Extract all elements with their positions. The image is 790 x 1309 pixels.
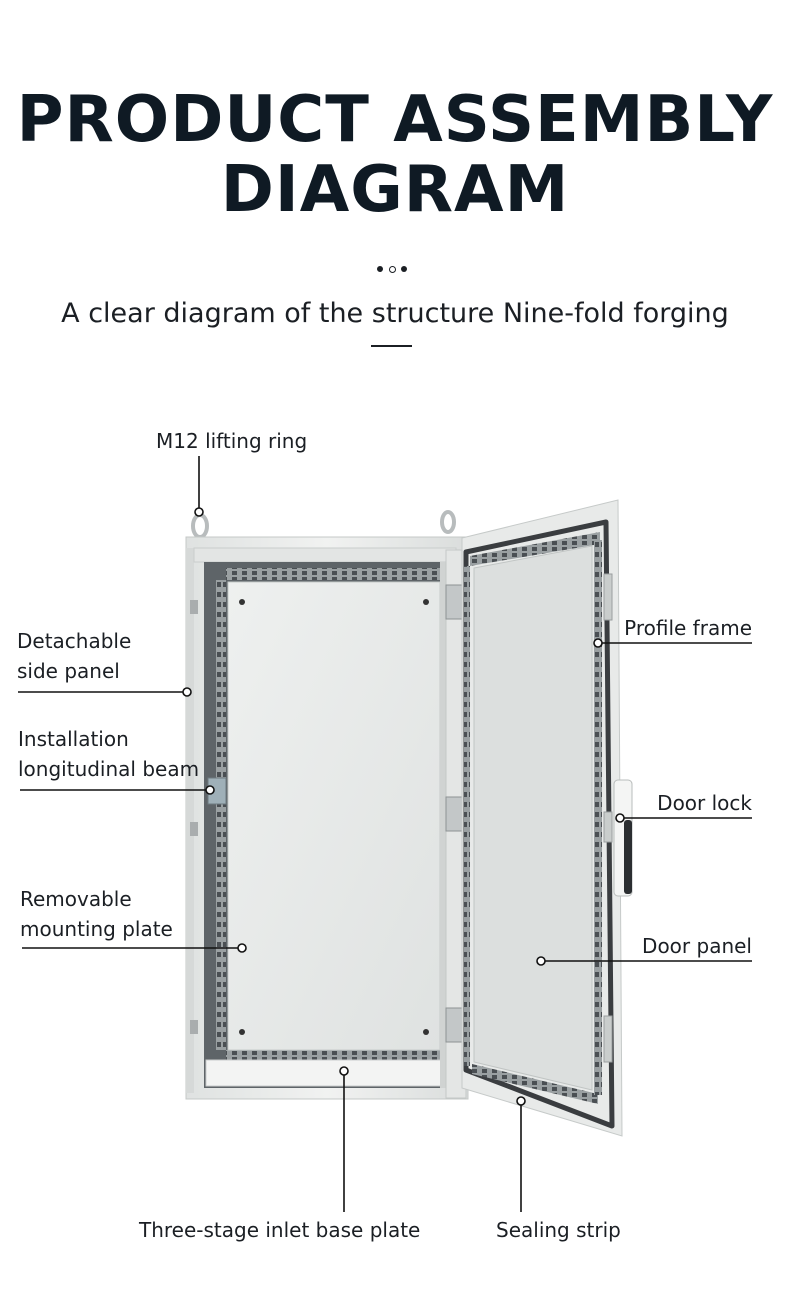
callout-lifting-ring: M12 lifting ring — [156, 429, 308, 453]
cabinet-body — [185, 536, 469, 1100]
subtitle-underline — [371, 345, 412, 347]
callout-door-lock: Door lock — [657, 791, 752, 815]
callout-base-plate: Three-stage inlet base plate — [139, 1218, 421, 1242]
dot-divider-icon — [375, 265, 415, 275]
leader-endpoint-icons — [182, 507, 625, 1106]
lifting-ring-icon — [191, 510, 456, 539]
callout-door-panel: Door panel — [642, 934, 752, 958]
callout-mounting-plate: Removable mounting plate — [20, 887, 173, 941]
callout-profile-frame: Profile frame — [624, 616, 752, 640]
page-title-line2: DIAGRAM — [220, 153, 570, 227]
page-title-line1: PRODUCT ASSEMBLY — [16, 83, 774, 157]
page-subtitle: A clear diagram of the structure Nine-fo… — [61, 298, 729, 329]
callout-sealing-strip: Sealing strip — [496, 1218, 621, 1242]
callout-longitudinal-beam: Installation longitudinal beam — [18, 727, 200, 781]
callout-side-panel: Detachable side panel — [17, 629, 132, 683]
cabinet-door — [461, 499, 633, 1137]
leader-lines — [18, 456, 752, 1212]
